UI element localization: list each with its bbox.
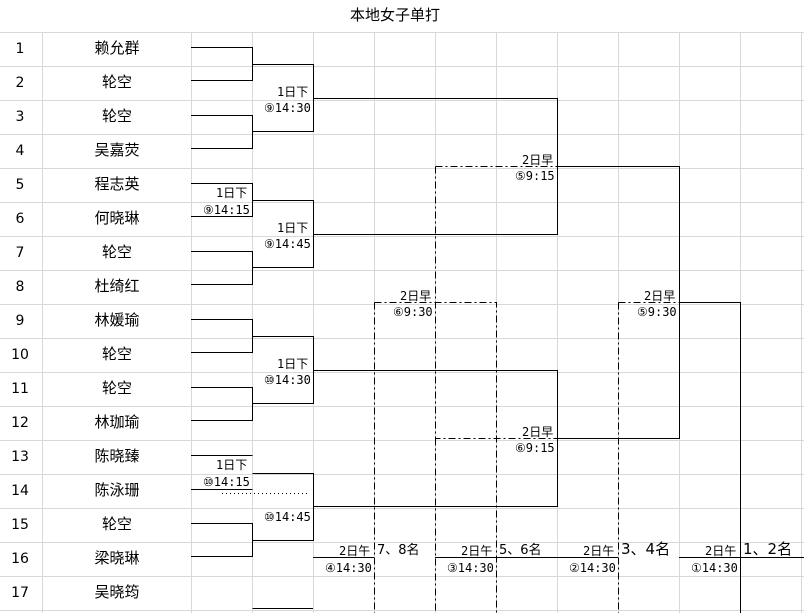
row-number: 9 xyxy=(15,313,25,329)
row-number: 17 xyxy=(11,585,29,601)
match-day: 1日下 xyxy=(277,221,309,235)
player-name[interactable]: 程志英 xyxy=(94,175,140,193)
match-day: 2日午 xyxy=(461,544,493,558)
player-name[interactable]: 林珈瑜 xyxy=(94,413,140,431)
player-name[interactable]: 梁晓琳 xyxy=(94,549,140,567)
match-time: ⑥9:30 xyxy=(393,305,433,319)
player-name[interactable]: 吴嘉荧 xyxy=(94,141,140,159)
placement-label: 3、4名 xyxy=(621,540,671,558)
row-number: 14 xyxy=(11,483,29,499)
row-number: 12 xyxy=(11,415,29,431)
row-number: 13 xyxy=(11,449,29,465)
match-time: ⑨14:45 xyxy=(264,237,311,251)
player-name[interactable]: 轮空 xyxy=(101,379,132,397)
placement-label: 1、2名 xyxy=(743,540,793,558)
match-time: ⑤9:30 xyxy=(637,305,677,319)
match-time: ⑩14:15 xyxy=(203,475,250,489)
match-time: ⑩14:30 xyxy=(264,373,311,387)
player-name[interactable]: 何晓琳 xyxy=(94,209,140,227)
match-time: ⑥9:15 xyxy=(515,441,555,455)
match-time: ⑨14:15 xyxy=(203,203,250,217)
match-time: ③14:30 xyxy=(447,561,494,575)
match-day: 2日早 xyxy=(400,289,432,303)
player-name[interactable]: 赖允群 xyxy=(94,39,140,57)
match-day: 2日早 xyxy=(522,425,554,439)
player-name[interactable]: 陈泳珊 xyxy=(94,481,140,499)
player-name[interactable]: 轮空 xyxy=(101,243,132,261)
bracket-lines-solid xyxy=(191,47,804,613)
player-name[interactable]: 轮空 xyxy=(101,345,132,363)
sheet-title: 本地女子单打 xyxy=(350,6,441,24)
row-number: 5 xyxy=(15,177,25,193)
bracket-lines-dashed xyxy=(374,166,680,613)
match-day: 2日午 xyxy=(583,544,615,558)
match-day: 1日下 xyxy=(216,186,248,200)
placement-label: 5、6名 xyxy=(499,543,542,558)
row-number: 1 xyxy=(15,41,25,57)
match-time: ⑩14:45 xyxy=(264,510,311,524)
match-day: 1日下 xyxy=(277,357,309,371)
row-number: 7 xyxy=(15,245,25,261)
row-number: 2 xyxy=(15,75,25,91)
match-time: ②14:30 xyxy=(569,561,616,575)
player-name[interactable]: 轮空 xyxy=(101,515,132,533)
match-day: 2日早 xyxy=(644,289,676,303)
row-number: 4 xyxy=(15,143,25,159)
row-number: 15 xyxy=(11,517,29,533)
player-name[interactable]: 陈晓臻 xyxy=(94,447,140,465)
row-number: 8 xyxy=(15,279,25,295)
match-day: 1日下 xyxy=(216,458,248,472)
row-number: 11 xyxy=(11,381,29,397)
match-day: 2日午 xyxy=(705,544,737,558)
row-number: 10 xyxy=(11,347,29,363)
player-name[interactable]: 杜绮红 xyxy=(94,277,140,295)
match-time: ⑤9:15 xyxy=(515,169,555,183)
player-name[interactable]: 轮空 xyxy=(101,107,132,125)
player-name[interactable]: 吴晓筠 xyxy=(94,583,140,601)
player-name[interactable]: 轮空 xyxy=(101,73,132,91)
match-day: 2日午 xyxy=(339,544,371,558)
match-time: ④14:30 xyxy=(325,561,372,575)
row-number: 16 xyxy=(11,551,29,567)
match-day: 1日下 xyxy=(277,85,309,99)
match-time: ⑨14:30 xyxy=(264,101,311,115)
match-day: 2日早 xyxy=(522,153,554,167)
match-time: ①14:30 xyxy=(691,561,738,575)
placement-label: 7、8名 xyxy=(377,543,420,558)
row-number: 3 xyxy=(15,109,25,125)
player-name[interactable]: 林媛瑜 xyxy=(94,311,140,329)
row-number: 6 xyxy=(15,211,25,227)
